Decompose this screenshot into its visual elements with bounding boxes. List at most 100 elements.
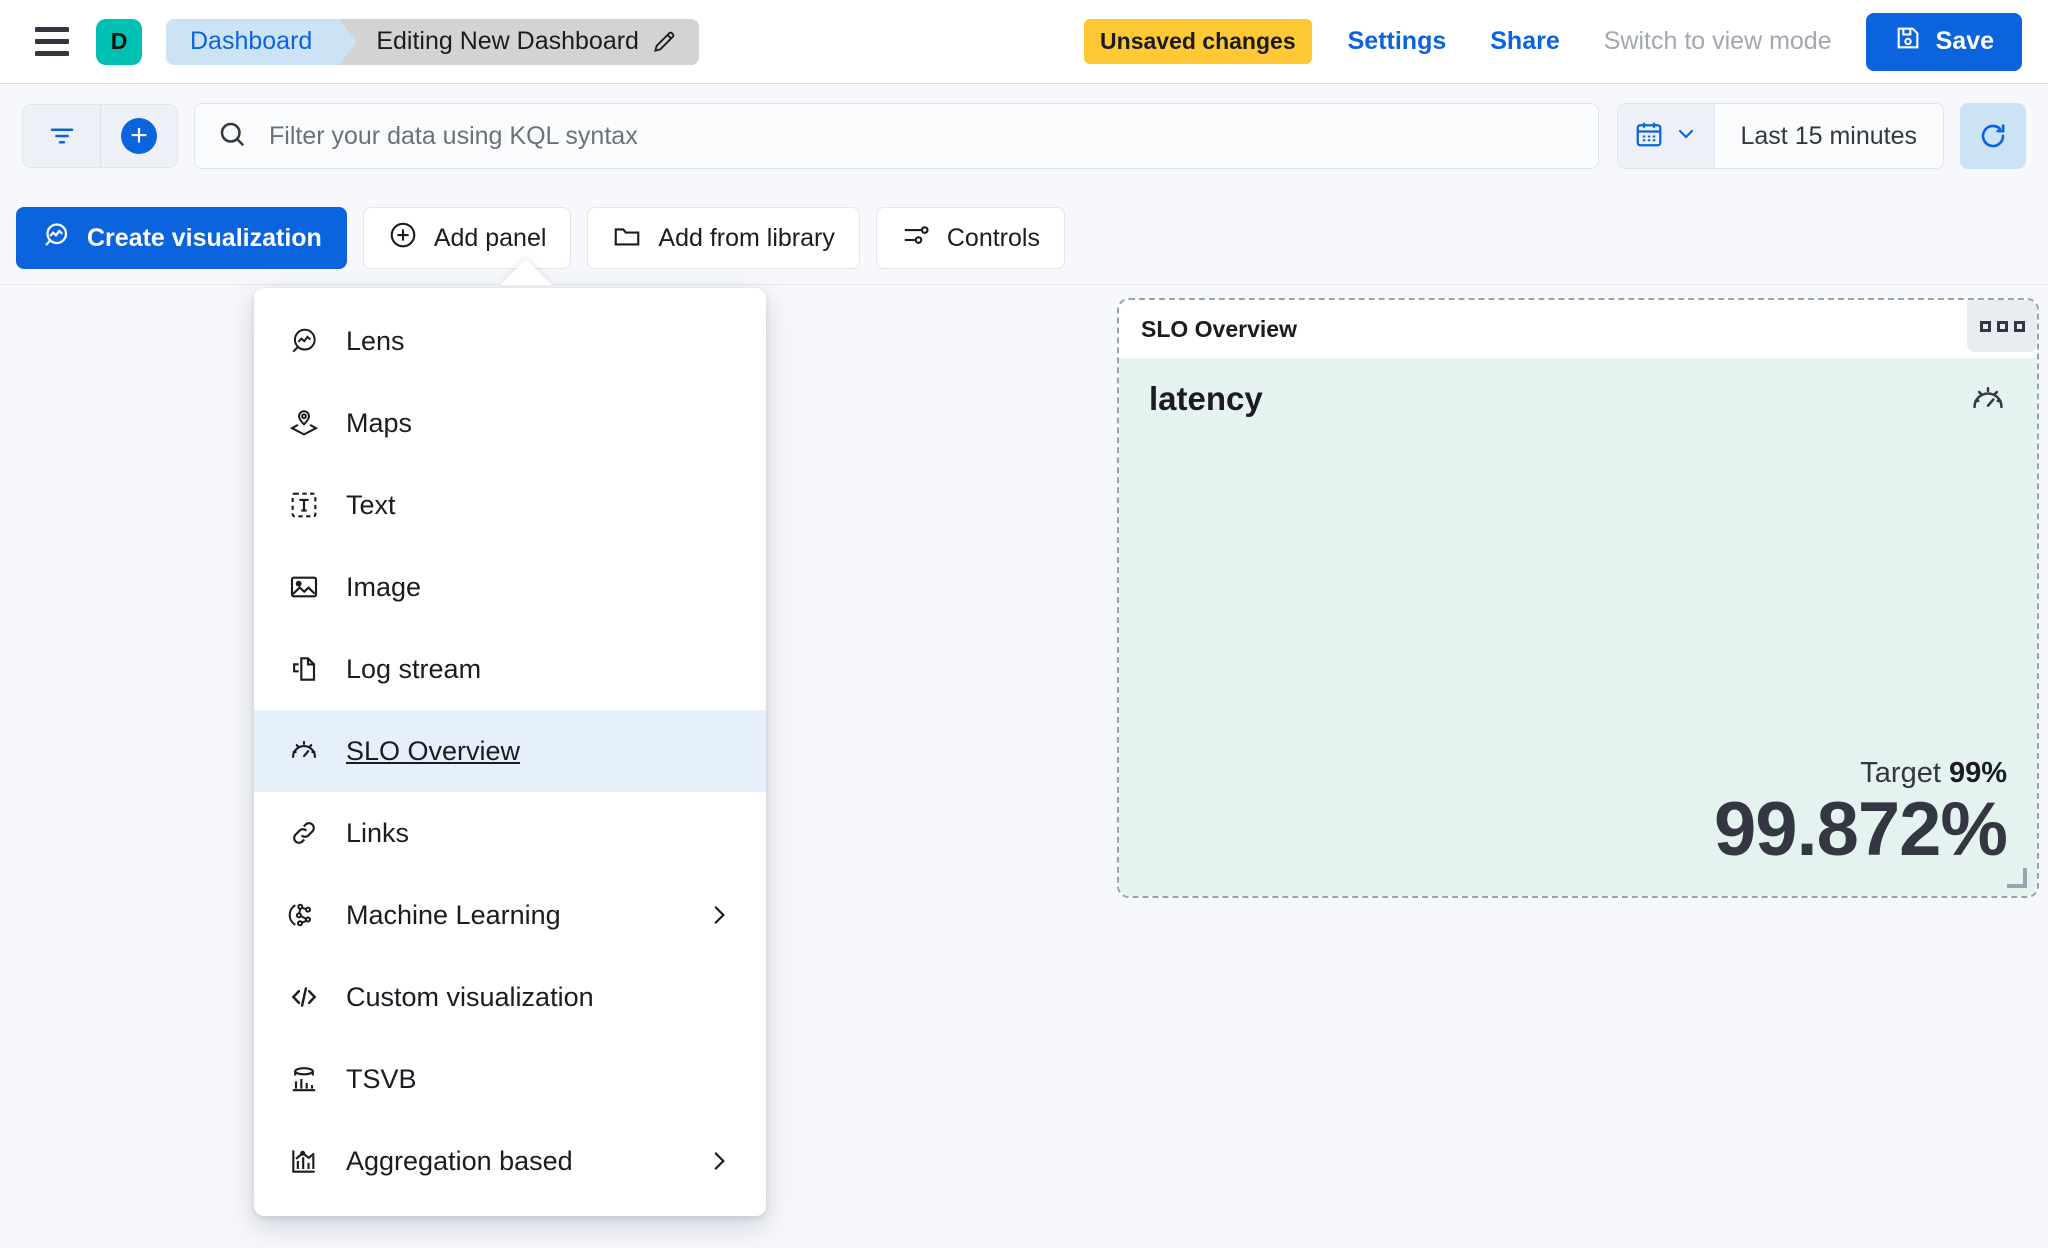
pencil-icon[interactable] xyxy=(651,29,677,55)
controls-label: Controls xyxy=(946,223,1040,252)
date-quick-select-button[interactable] xyxy=(1617,104,1715,168)
menu-item-custom-visualization[interactable]: Custom visualization xyxy=(254,956,766,1038)
date-picker-group: Last 15 minutes xyxy=(1616,103,1944,169)
menu-item-label: Machine Learning xyxy=(346,899,561,930)
code-icon xyxy=(288,981,320,1013)
switch-to-view-mode-link[interactable]: Switch to view mode xyxy=(1603,27,1832,55)
space-avatar[interactable]: D xyxy=(96,18,142,65)
menu-square xyxy=(1979,320,1991,332)
slo-target-label: Target xyxy=(1860,757,1941,790)
slo-metrics: Target 99% 99.872% xyxy=(1149,757,2008,873)
lens-icon xyxy=(288,325,320,357)
panel-title: SLO Overview xyxy=(1141,315,1297,342)
add-panel-label: Add panel xyxy=(433,223,547,252)
add-filter-plus-icon[interactable]: + xyxy=(100,105,177,167)
unsaved-changes-badge: Unsaved changes xyxy=(1084,19,1312,64)
text-icon xyxy=(288,489,320,521)
image-icon xyxy=(288,571,320,603)
logstream-icon xyxy=(288,653,320,685)
breadcrumb-item-editing[interactable]: Editing New Dashboard xyxy=(340,18,699,65)
menu-item-text[interactable]: Text xyxy=(254,464,766,546)
menu-item-label: Text xyxy=(346,489,396,520)
gauge-icon xyxy=(288,735,320,767)
maps-icon xyxy=(288,407,320,439)
filter-icon[interactable] xyxy=(23,105,100,167)
menu-item-label: Lens xyxy=(346,325,405,356)
plus-circle-icon xyxy=(388,220,418,257)
controls-icon xyxy=(901,220,931,257)
panel-header: SLO Overview xyxy=(1119,300,2037,358)
tsvb-icon xyxy=(288,1063,320,1095)
add-panel-button[interactable]: Add panel xyxy=(362,207,572,269)
hamburger-bar xyxy=(35,51,69,56)
save-button-label: Save xyxy=(1935,27,1994,55)
menu-item-machine-learning[interactable]: Machine Learning xyxy=(254,874,766,956)
menu-item-label: Custom visualization xyxy=(346,981,594,1012)
panel-context-menu-icon[interactable] xyxy=(1967,300,2037,352)
header-actions: Unsaved changes Settings Share Switch to… xyxy=(1084,12,2048,71)
menu-square xyxy=(2013,320,2025,332)
menu-item-label: SLO Overview xyxy=(346,735,521,766)
folder-icon xyxy=(612,220,642,257)
menu-item-links[interactable]: Links xyxy=(254,792,766,874)
slo-target: Target 99% xyxy=(1149,757,2007,790)
breadcrumb-label: Dashboard xyxy=(190,27,313,55)
app-header: D Dashboard Editing New Dashboard Unsave… xyxy=(0,0,2048,84)
popover-arrow xyxy=(500,259,552,285)
hamburger-bar xyxy=(35,39,69,44)
menu-item-label: Log stream xyxy=(346,653,482,684)
slo-panel-body: latency Target 99% 99.872% xyxy=(1119,358,2037,896)
chevron-right-icon xyxy=(706,902,732,928)
create-visualization-label: Create visualization xyxy=(87,223,322,252)
slo-overview-panel[interactable]: SLO Overview latency Target 99% 99.872% xyxy=(1117,298,2039,898)
slo-target-value: 99% xyxy=(1948,757,2007,790)
breadcrumb-item-dashboard[interactable]: Dashboard xyxy=(166,18,358,65)
search-bar[interactable] xyxy=(194,103,1599,169)
add-from-library-button[interactable]: Add from library xyxy=(587,207,860,269)
menu-item-maps[interactable]: Maps xyxy=(254,382,766,464)
slo-name: latency xyxy=(1149,380,1263,417)
share-link[interactable]: Share xyxy=(1490,27,1560,55)
filter-group: + xyxy=(22,104,178,168)
lens-icon xyxy=(41,220,71,257)
ml-icon xyxy=(288,899,320,931)
chevron-down-icon xyxy=(1674,122,1698,151)
menu-item-label: Aggregation based xyxy=(346,1145,573,1176)
menu-item-label: Links xyxy=(346,817,410,848)
settings-link[interactable]: Settings xyxy=(1347,27,1447,55)
query-bar: + Last 15 minutes xyxy=(0,84,2048,188)
menu-item-label: TSVB xyxy=(346,1063,417,1094)
slo-sli-value: 99.872% xyxy=(1713,787,2008,873)
menu-item-image[interactable]: Image xyxy=(254,546,766,628)
save-disk-icon xyxy=(1894,24,1922,59)
menu-item-label: Image xyxy=(346,571,422,602)
menu-square xyxy=(1996,320,2008,332)
refresh-icon[interactable] xyxy=(1960,103,2026,169)
date-range-display[interactable]: Last 15 minutes xyxy=(1714,104,1943,168)
menu-item-lens[interactable]: Lens xyxy=(254,300,766,382)
agg-icon xyxy=(288,1145,320,1177)
breadcrumb: Dashboard Editing New Dashboard xyxy=(166,18,699,65)
menu-item-label: Maps xyxy=(346,407,413,438)
search-input[interactable] xyxy=(269,121,1576,151)
add-from-library-label: Add from library xyxy=(658,223,835,252)
hamburger-icon[interactable] xyxy=(30,20,74,64)
breadcrumb-label: Editing New Dashboard xyxy=(376,27,639,55)
editor-toolbar: Create visualization Add panel Add from … xyxy=(0,192,2048,284)
chevron-right-icon xyxy=(706,1148,732,1174)
save-button[interactable]: Save xyxy=(1865,12,2022,71)
create-visualization-button[interactable]: Create visualization xyxy=(16,207,347,269)
gauge-icon xyxy=(1969,380,2007,423)
controls-button[interactable]: Controls xyxy=(875,207,1065,269)
resize-handle-icon[interactable] xyxy=(2007,868,2027,888)
menu-item-aggregation-based[interactable]: Aggregation based xyxy=(254,1120,766,1202)
menu-item-slo-overview[interactable]: SLO Overview xyxy=(254,710,766,792)
slo-body-top: latency xyxy=(1149,380,2007,423)
menu-item-log-stream[interactable]: Log stream xyxy=(254,628,766,710)
menu-item-tsvb[interactable]: TSVB xyxy=(254,1038,766,1120)
search-icon xyxy=(217,119,247,154)
calendar-icon xyxy=(1634,119,1664,154)
hamburger-bar xyxy=(35,27,69,32)
plus-circle-glyph: + xyxy=(121,118,157,154)
